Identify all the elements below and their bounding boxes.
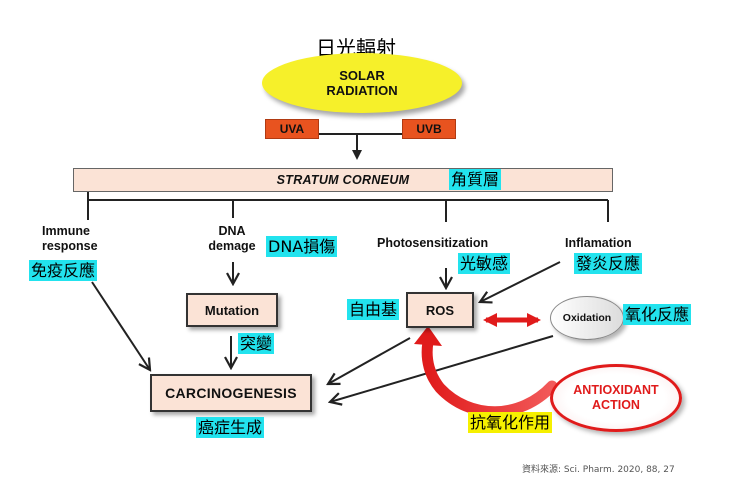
antioxidant-curve-arrow [421, 336, 558, 418]
immune-line2: response [42, 239, 98, 253]
oxidation-label: Oxidation [562, 312, 612, 324]
solar-line1: SOLAR [339, 68, 385, 83]
dna-cn-label: DNA損傷 [266, 236, 338, 257]
arrow-oxidation-carcino [330, 335, 554, 402]
antioxidant-cn-label: 抗氧化作用 [468, 412, 553, 433]
dna-line2: demage [208, 239, 256, 253]
immune-cn-label: 免疫反應 [29, 260, 98, 281]
immune-label: Immune response [40, 224, 120, 254]
photo-cn-label: 光敏感 [458, 253, 511, 274]
antioxidant-arrow-head [414, 326, 442, 346]
antioxidant-line2: ACTION [592, 398, 640, 412]
stratum-cn-label: 角質層 [449, 169, 502, 190]
photo-label: Photosensitization [377, 236, 489, 250]
immune-line1: Immune [42, 224, 90, 238]
inflam-cn-label: 發炎反應 [574, 253, 643, 274]
antioxidant-line1: ANTIOXIDANT [573, 383, 659, 397]
carcinogenesis-cn-label: 癌症生成 [196, 417, 265, 438]
uva-box: UVA [265, 119, 319, 139]
source-citation: 資料來源: Sci. Pharm. 2020, 88, 27 [522, 465, 675, 475]
arrow-inflam-ros [480, 261, 561, 302]
dna-label: DNA demage [202, 224, 262, 254]
carcinogenesis-box: CARCINOGENESIS [150, 374, 312, 412]
arrow-immune-carcino [91, 281, 150, 370]
solar-radiation-ellipse: SOLAR RADIATION [262, 53, 462, 113]
antioxidant-ellipse: ANTIOXIDANT ACTION [550, 364, 682, 432]
mutation-cn-label: 突變 [238, 333, 275, 354]
arrow-ros-carcino [328, 337, 411, 384]
solar-line2: RADIATION [326, 83, 398, 98]
inflam-label: Inflamation [565, 236, 632, 250]
oxidation-cn-label: 氧化反應 [623, 304, 692, 325]
ros-box: ROS [406, 292, 474, 328]
stratum-label: STRATUM CORNEUM [276, 173, 410, 187]
oxidation-ellipse: Oxidation [550, 296, 624, 340]
dna-line1: DNA [218, 224, 246, 238]
mutation-box: Mutation [186, 293, 278, 327]
stratum-corneum-bar: STRATUM CORNEUM [73, 168, 613, 192]
uvb-box: UVB [402, 119, 456, 139]
ros-cn-label: 自由基 [347, 299, 400, 320]
